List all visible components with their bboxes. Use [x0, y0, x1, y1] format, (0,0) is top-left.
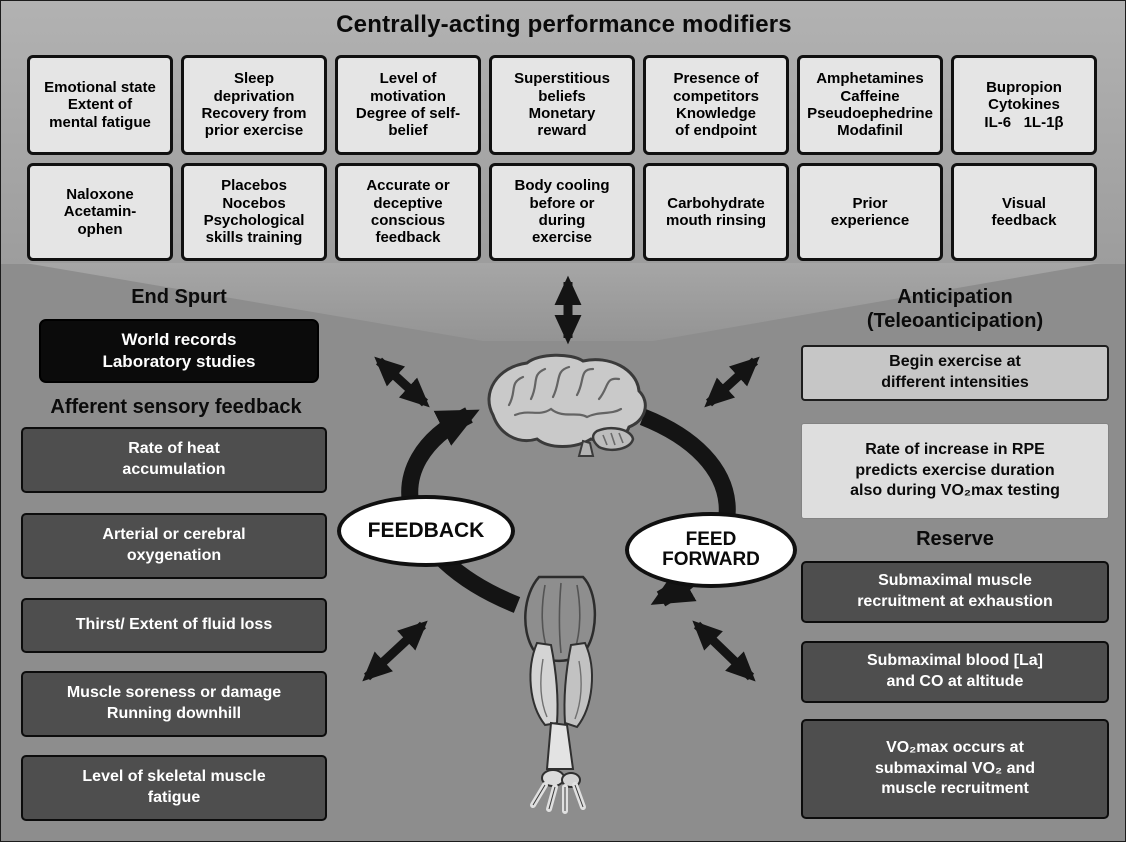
anticipation-box-intensities: Begin exercise at different intensities — [801, 345, 1109, 401]
modifier-box-sleep-deprivation: Sleep deprivation Recovery from prior ex… — [181, 55, 327, 155]
reserve-box-recruitment: Submaximal muscle recruitment at exhaust… — [801, 561, 1109, 623]
anticipation-arrow — [704, 356, 760, 408]
leg-muscle-icon — [503, 573, 625, 815]
modifier-box-visual-feedback: Visual feedback — [951, 163, 1097, 261]
modifier-box-superstitious: Superstitious beliefs Monetary reward — [489, 55, 635, 155]
modifier-box-naloxone: Naloxone Acetamin- ophen — [27, 163, 173, 261]
modifier-box-bupropion-cytokines: Bupropion Cytokines IL-6 1L-1β — [951, 55, 1097, 155]
feedforward-ellipse: FEED FORWARD — [625, 512, 797, 588]
modifier-box-motivation: Level of motivation Degree of self- beli… — [335, 55, 481, 155]
brain-icon — [479, 353, 659, 458]
feedback-ellipse: FEEDBACK — [337, 495, 515, 567]
heading-end-spurt: End Spurt — [131, 286, 227, 308]
modifier-box-competitors: Presence of competitors Knowledge of end… — [643, 55, 789, 155]
afferent-box-soreness: Muscle soreness or damage Running downhi… — [21, 671, 327, 737]
modifier-box-carbohydrate-rinse: Carbohydrate mouth rinsing — [643, 163, 789, 261]
end-spurt-arrow — [374, 356, 430, 408]
heading-anticipation: Anticipation (Teleoanticipation) — [866, 286, 1044, 332]
heading-afferent-feedback: Afferent sensory feedback — [50, 396, 302, 418]
afferent-box-thirst: Thirst/ Extent of fluid loss — [21, 598, 327, 653]
modifier-box-body-cooling: Body cooling before or during exercise — [489, 163, 635, 261]
afferent-box-fatigue: Level of skeletal muscle fatigue — [21, 755, 327, 821]
heading-reserve: Reserve — [916, 528, 994, 550]
anticipation-box-rpe: Rate of increase in RPE predicts exercis… — [801, 423, 1109, 519]
modifier-box-prior-experience: Prior experience — [797, 163, 943, 261]
modifier-box-conscious-feedback: Accurate or deceptive conscious feedback — [335, 163, 481, 261]
reserve-box-lactate: Submaximal blood [La] and CO at altitude — [801, 641, 1109, 703]
afferent-box-heat: Rate of heat accumulation — [21, 427, 327, 493]
afferent-box-oxygenation: Arterial or cerebral oxygenation — [21, 513, 327, 579]
diagram-title: Centrally-acting performance modifiers — [336, 11, 792, 38]
reserve-box-vo2max: VO₂max occurs at submaximal VO₂ and musc… — [801, 719, 1109, 819]
box-world-records: World records Laboratory studies — [39, 319, 319, 383]
modifier-box-stimulants: Amphetamines Caffeine Pseudoephedrine Mo… — [797, 55, 943, 155]
modifier-box-placebos: Placebos Nocebos Psychological skills tr… — [181, 163, 327, 261]
reserve-arrow — [692, 620, 756, 682]
afferent-arrow — [362, 620, 428, 682]
modifier-box-emotional-state: Emotional state Extent of mental fatigue — [27, 55, 173, 155]
